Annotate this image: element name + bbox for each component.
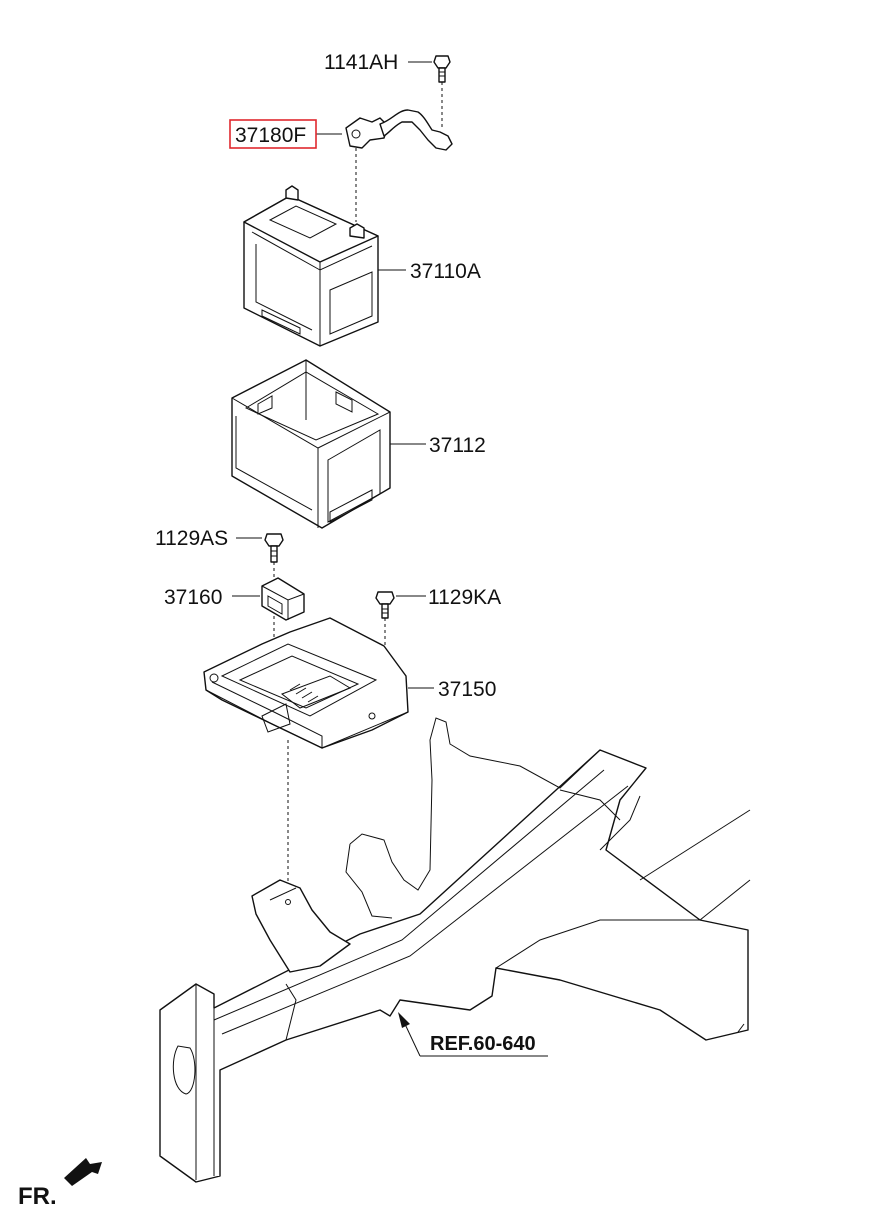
tray-37150-drawing[interactable] xyxy=(203,617,409,900)
battery-37110a-drawing[interactable] xyxy=(243,185,379,347)
vehicle-body-frame-drawing xyxy=(159,717,751,1183)
reference-arrow-head xyxy=(398,1012,410,1028)
label-37180f[interactable]: 37180F xyxy=(235,124,306,147)
label-37112[interactable]: 37112 xyxy=(429,434,486,457)
insulation-pad-37112-drawing[interactable] xyxy=(231,359,391,529)
label-1129as[interactable]: 1129AS xyxy=(155,527,228,550)
reference-leader-arrow-shaft xyxy=(403,1021,421,1057)
label-37150[interactable]: 37150 xyxy=(438,678,496,701)
label-37110a[interactable]: 37110A xyxy=(410,260,481,283)
bolt-1141ah-drawing[interactable] xyxy=(433,55,451,128)
front-direction-label: FR. xyxy=(18,1183,57,1210)
label-1129ka[interactable]: 1129KA xyxy=(428,586,501,609)
cable-37180f-drawing[interactable] xyxy=(345,109,453,222)
bolt-1129ka-drawing[interactable] xyxy=(375,591,395,648)
highlight-box-37180f xyxy=(229,119,317,149)
label-37160[interactable]: 37160 xyxy=(164,586,222,609)
clamp-37160-drawing[interactable] xyxy=(261,577,305,621)
reference-label[interactable]: REF.60-640 xyxy=(430,1033,536,1055)
reference-callout xyxy=(398,1012,548,1057)
front-direction-arrow-icon xyxy=(64,1158,102,1186)
label-1141ah[interactable]: 1141AH xyxy=(324,51,398,74)
